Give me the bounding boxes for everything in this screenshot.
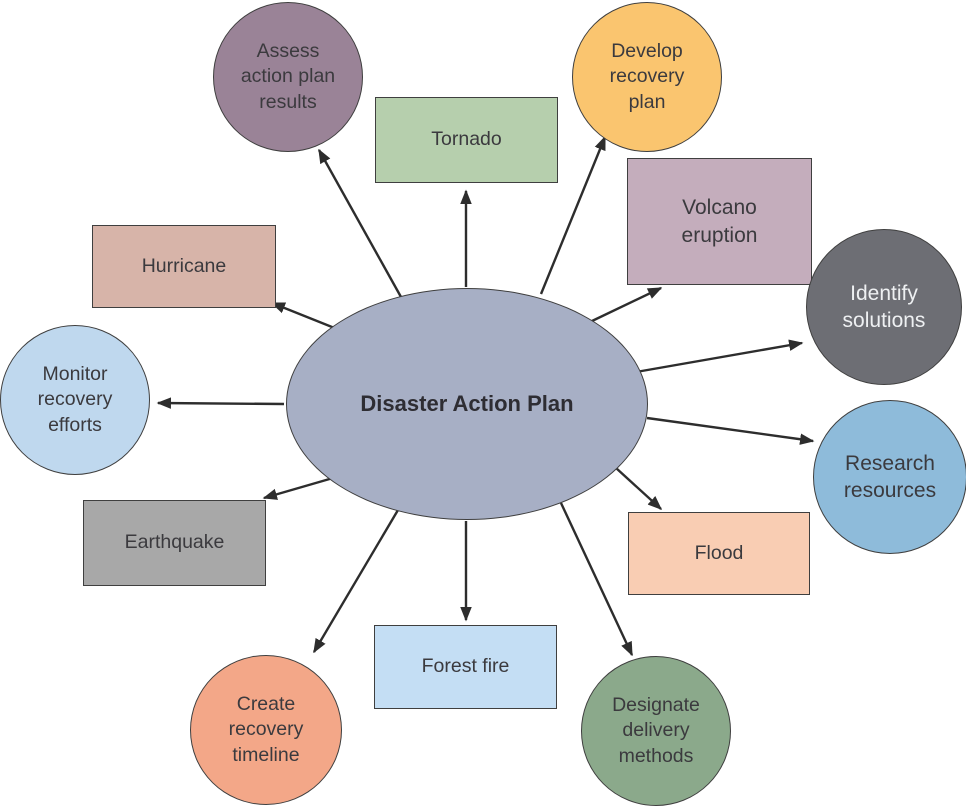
arrow-to-research-resources <box>646 416 815 445</box>
node-hurricane: Hurricane <box>92 225 276 308</box>
node-identify-solutions: Identify solutions <box>806 229 962 385</box>
arrow-to-flood <box>615 467 663 510</box>
arrow-to-designate-delivery-methods <box>559 502 634 657</box>
node-monitor-recovery-efforts: Monitor recovery efforts <box>0 325 150 475</box>
node-volcano-eruption: Volcano eruption <box>627 158 812 285</box>
center-node-disaster-action-plan: Disaster Action Plan <box>286 288 648 520</box>
node-earthquake: Earthquake <box>83 500 266 586</box>
node-assess-action-plan-results: Assess action plan results <box>213 2 363 152</box>
arrow-to-monitor-recovery-efforts <box>156 397 285 409</box>
node-create-recovery-timeline: Create recovery timeline <box>190 655 342 805</box>
node-designate-delivery-methods: Designate delivery methods <box>581 656 731 806</box>
arrow-to-earthquake <box>262 476 334 500</box>
node-develop-recovery-plan: Develop recovery plan <box>572 2 722 152</box>
node-flood: Flood <box>628 512 810 595</box>
arrow-to-identify-solutions <box>635 339 804 374</box>
node-forest-fire: Forest fire <box>374 625 557 709</box>
node-tornado: Tornado <box>375 97 558 183</box>
node-research-resources: Research resources <box>813 400 966 554</box>
arrow-to-volcano-eruption <box>591 286 663 323</box>
